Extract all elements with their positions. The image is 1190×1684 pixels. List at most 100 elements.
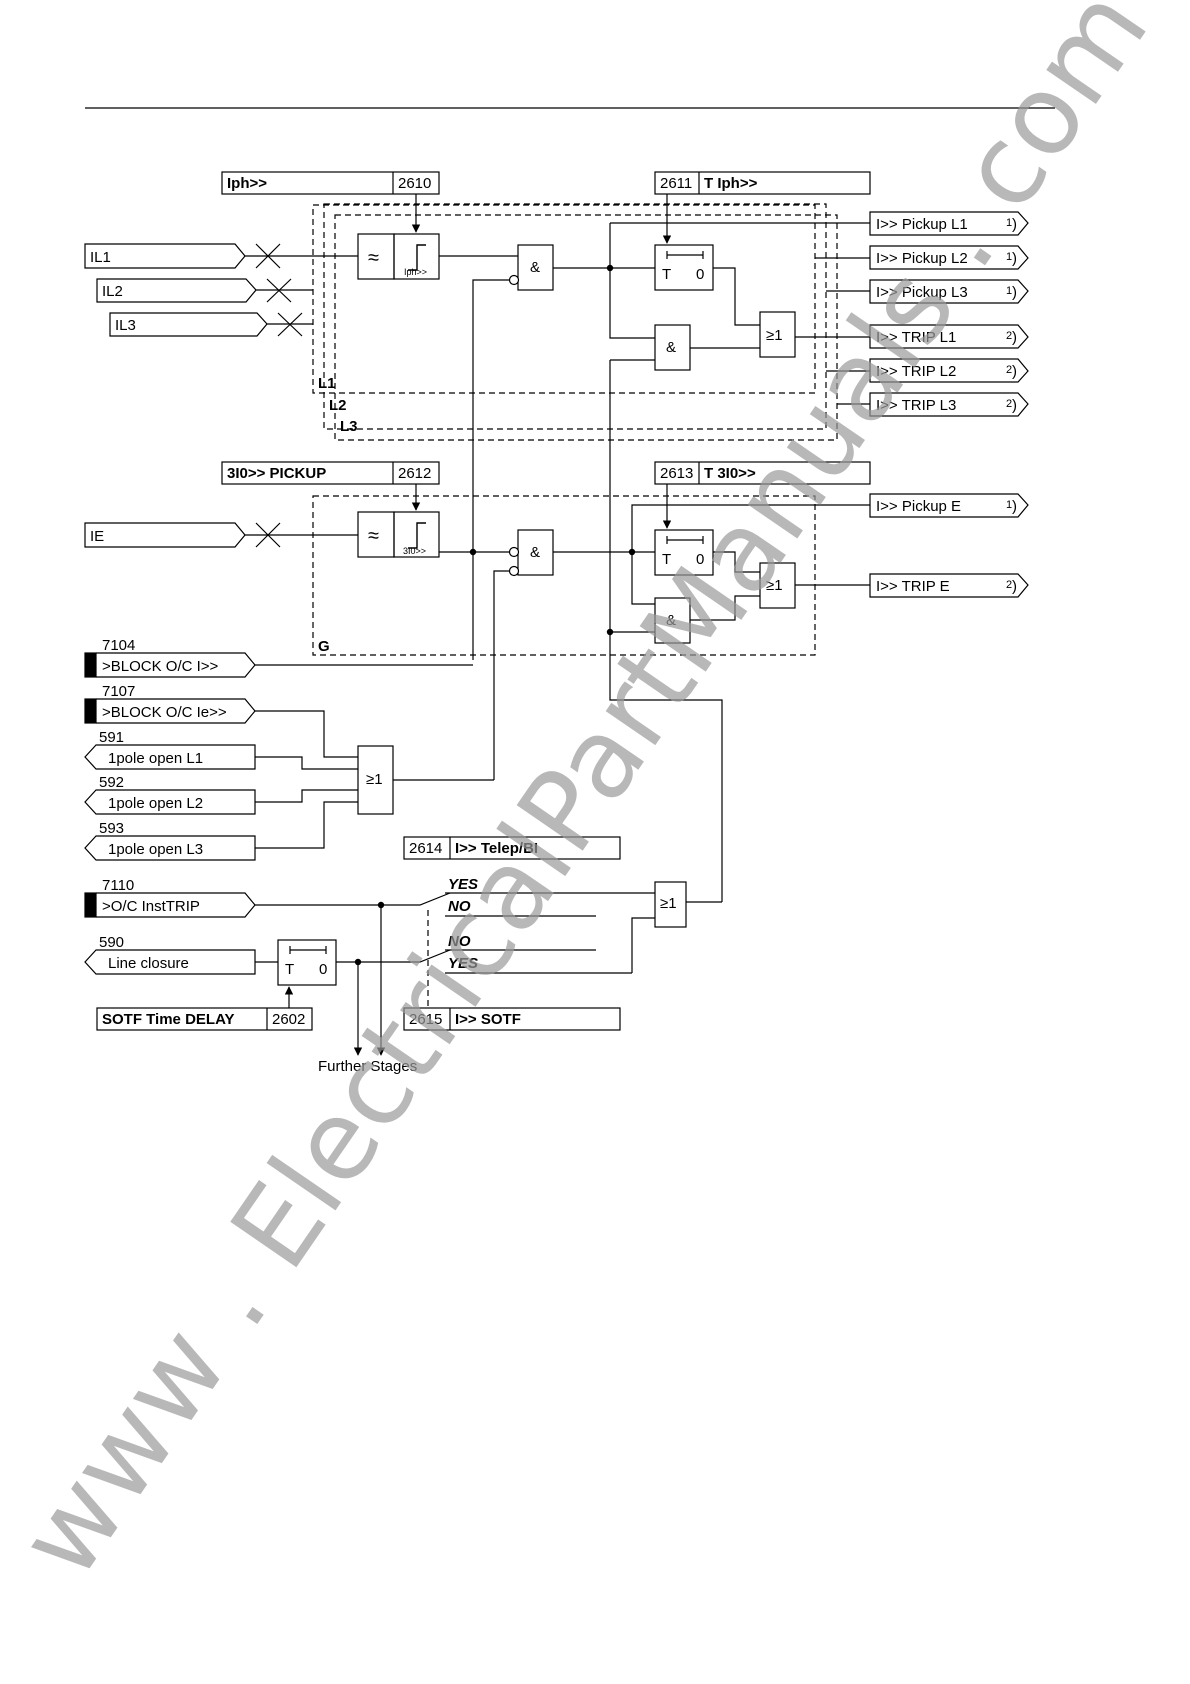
input-il2 — [96, 278, 257, 303]
switch-telep-yes: YES — [448, 876, 478, 893]
param-telep-addr: 2614 — [409, 840, 442, 857]
param-telep-label: I>> Telep/BI — [455, 840, 538, 857]
param-sotf-delay-label: SOTF Time DELAY — [102, 1011, 235, 1028]
phase-frames — [312, 203, 838, 1008]
input-ie-label: IE — [90, 528, 104, 545]
svg-text:1: 1 — [1006, 217, 1012, 229]
input-il1-label: IL1 — [90, 249, 111, 266]
input-il2-label: IL2 — [102, 283, 123, 300]
timer-t-3i0-t: T — [662, 551, 671, 568]
or-gate-inst-trip-symbol: ≥1 — [660, 895, 677, 912]
svg-text:): ) — [1012, 363, 1017, 380]
binary-input-num-7104: 7104 — [102, 637, 135, 654]
binary-input-label-7110: >O/C InstTRIP — [102, 898, 200, 915]
input-il1 — [84, 243, 246, 269]
binary-input-num-590: 590 — [99, 934, 124, 951]
further-stages-label: Further Stages — [318, 1058, 417, 1075]
and-gate-earth-trip-symbol: & — [666, 612, 676, 629]
svg-text:): ) — [1012, 498, 1017, 515]
binary-input-label-590: Line closure — [108, 955, 189, 972]
or-gate-phase-trip-symbol: ≥1 — [766, 327, 783, 344]
svg-text:): ) — [1012, 578, 1017, 595]
param-t-iph-addr: 2611 — [660, 175, 692, 192]
binary-input-label-7107: >BLOCK O/C Ie>> — [102, 704, 227, 721]
or-gate-earth-trip-symbol: ≥1 — [766, 577, 783, 594]
svg-text:1: 1 — [1006, 251, 1012, 263]
param-iph-addr: 2610 — [398, 175, 431, 192]
output-pickup-l3: I>> Pickup L3 — [876, 284, 968, 301]
threshold-label-3i0: 3I0>> — [403, 546, 426, 556]
switch-sotf-no: NO — [448, 933, 471, 950]
param-3i0[interactable] — [221, 461, 440, 485]
frame-label-g: G — [318, 638, 330, 655]
param-iph-label: Iph>> — [227, 175, 267, 192]
param-t-3i0-addr: 2613 — [660, 465, 693, 482]
binary-input-num-591: 591 — [99, 729, 124, 746]
filter-symbol-phase: ≈ — [368, 247, 379, 269]
binary-input-590 — [84, 949, 256, 975]
binary-input-593 — [84, 835, 256, 861]
svg-text:): ) — [1012, 329, 1017, 346]
param-t-iph[interactable] — [654, 171, 871, 195]
param-sotf[interactable] — [403, 1007, 621, 1031]
output-trip-l2: I>> TRIP L2 — [876, 363, 956, 380]
output-pickup-l1: I>> Pickup L1 — [876, 216, 968, 233]
output-pickup-l2: I>> Pickup L2 — [876, 250, 968, 267]
param-t-3i0-label: T 3I0>> — [704, 465, 756, 482]
param-3i0-label: 3I0>> PICKUP — [227, 465, 326, 482]
output-trip-l3: I>> TRIP L3 — [876, 397, 956, 414]
binary-input-label-7104: >BLOCK O/C I>> — [102, 658, 219, 675]
binary-input-num-7110: 7110 — [102, 877, 134, 894]
param-t-iph-label: T Iph>> — [704, 175, 758, 192]
timer-sotf-zero: 0 — [319, 961, 327, 978]
output-trip-e: I>> TRIP E — [876, 578, 950, 595]
binary-input-label-592: 1pole open L2 — [108, 795, 203, 812]
param-sotf-delay-addr: 2602 — [272, 1011, 305, 1028]
frame-label-l3: L3 — [340, 418, 358, 435]
input-ie — [84, 522, 246, 548]
outputs — [869, 211, 1029, 598]
binary-input-591 — [84, 744, 256, 770]
svg-text:2: 2 — [1006, 364, 1012, 376]
svg-text:2: 2 — [1006, 579, 1012, 591]
and-gate-phase-symbol: & — [530, 259, 540, 276]
binary-input-num-7107: 7107 — [102, 683, 135, 700]
svg-text:): ) — [1012, 250, 1017, 267]
or-gate-inst-trip — [654, 881, 687, 928]
switch-telep-no: NO — [448, 898, 471, 915]
output-pickup-e: I>> Pickup E — [876, 498, 961, 515]
timer-t-iph-zero: 0 — [696, 266, 704, 283]
param-3i0-addr: 2612 — [398, 465, 431, 482]
or-gate-phase-trip — [759, 311, 796, 358]
svg-text:2: 2 — [1006, 398, 1012, 410]
and-gate-earth-symbol: & — [530, 544, 540, 561]
binary-input-num-593: 593 — [99, 820, 124, 837]
frame-label-l1: L1 — [318, 375, 336, 392]
param-telep[interactable] — [403, 836, 621, 860]
filter-symbol-earth: ≈ — [368, 525, 379, 547]
param-iph[interactable] — [221, 171, 440, 195]
svg-text:1: 1 — [1006, 285, 1012, 297]
timer-sotf-t: T — [285, 961, 294, 978]
frame-label-l2: L2 — [329, 397, 347, 414]
param-sotf-label: I>> SOTF — [455, 1011, 521, 1028]
or-gate-block-earth-symbol: ≥1 — [366, 771, 383, 788]
threshold-label-iph: Iph>> — [404, 267, 427, 277]
threshold-block-3i0 — [393, 511, 440, 558]
and-gate-phase-trip-symbol: & — [666, 339, 676, 356]
svg-text:): ) — [1012, 397, 1017, 414]
timer-t-iph-t: T — [662, 266, 671, 283]
param-t-3i0[interactable] — [654, 461, 871, 485]
binary-input-592 — [84, 789, 256, 815]
input-il3 — [109, 312, 268, 337]
output-footnotes: 1) 1) 1) 2) 2) 2) 1) 2) — [1006, 216, 1017, 595]
timer-t-3i0-zero: 0 — [696, 551, 704, 568]
binary-input-num-592: 592 — [99, 774, 124, 791]
svg-text:): ) — [1012, 216, 1017, 233]
output-trip-l1: I>> TRIP L1 — [876, 329, 956, 346]
svg-text:1: 1 — [1006, 499, 1012, 511]
param-sotf-addr: 2615 — [409, 1011, 442, 1028]
switch-sotf-yes: YES — [448, 955, 478, 972]
param-sotf-delay[interactable] — [96, 1007, 313, 1031]
